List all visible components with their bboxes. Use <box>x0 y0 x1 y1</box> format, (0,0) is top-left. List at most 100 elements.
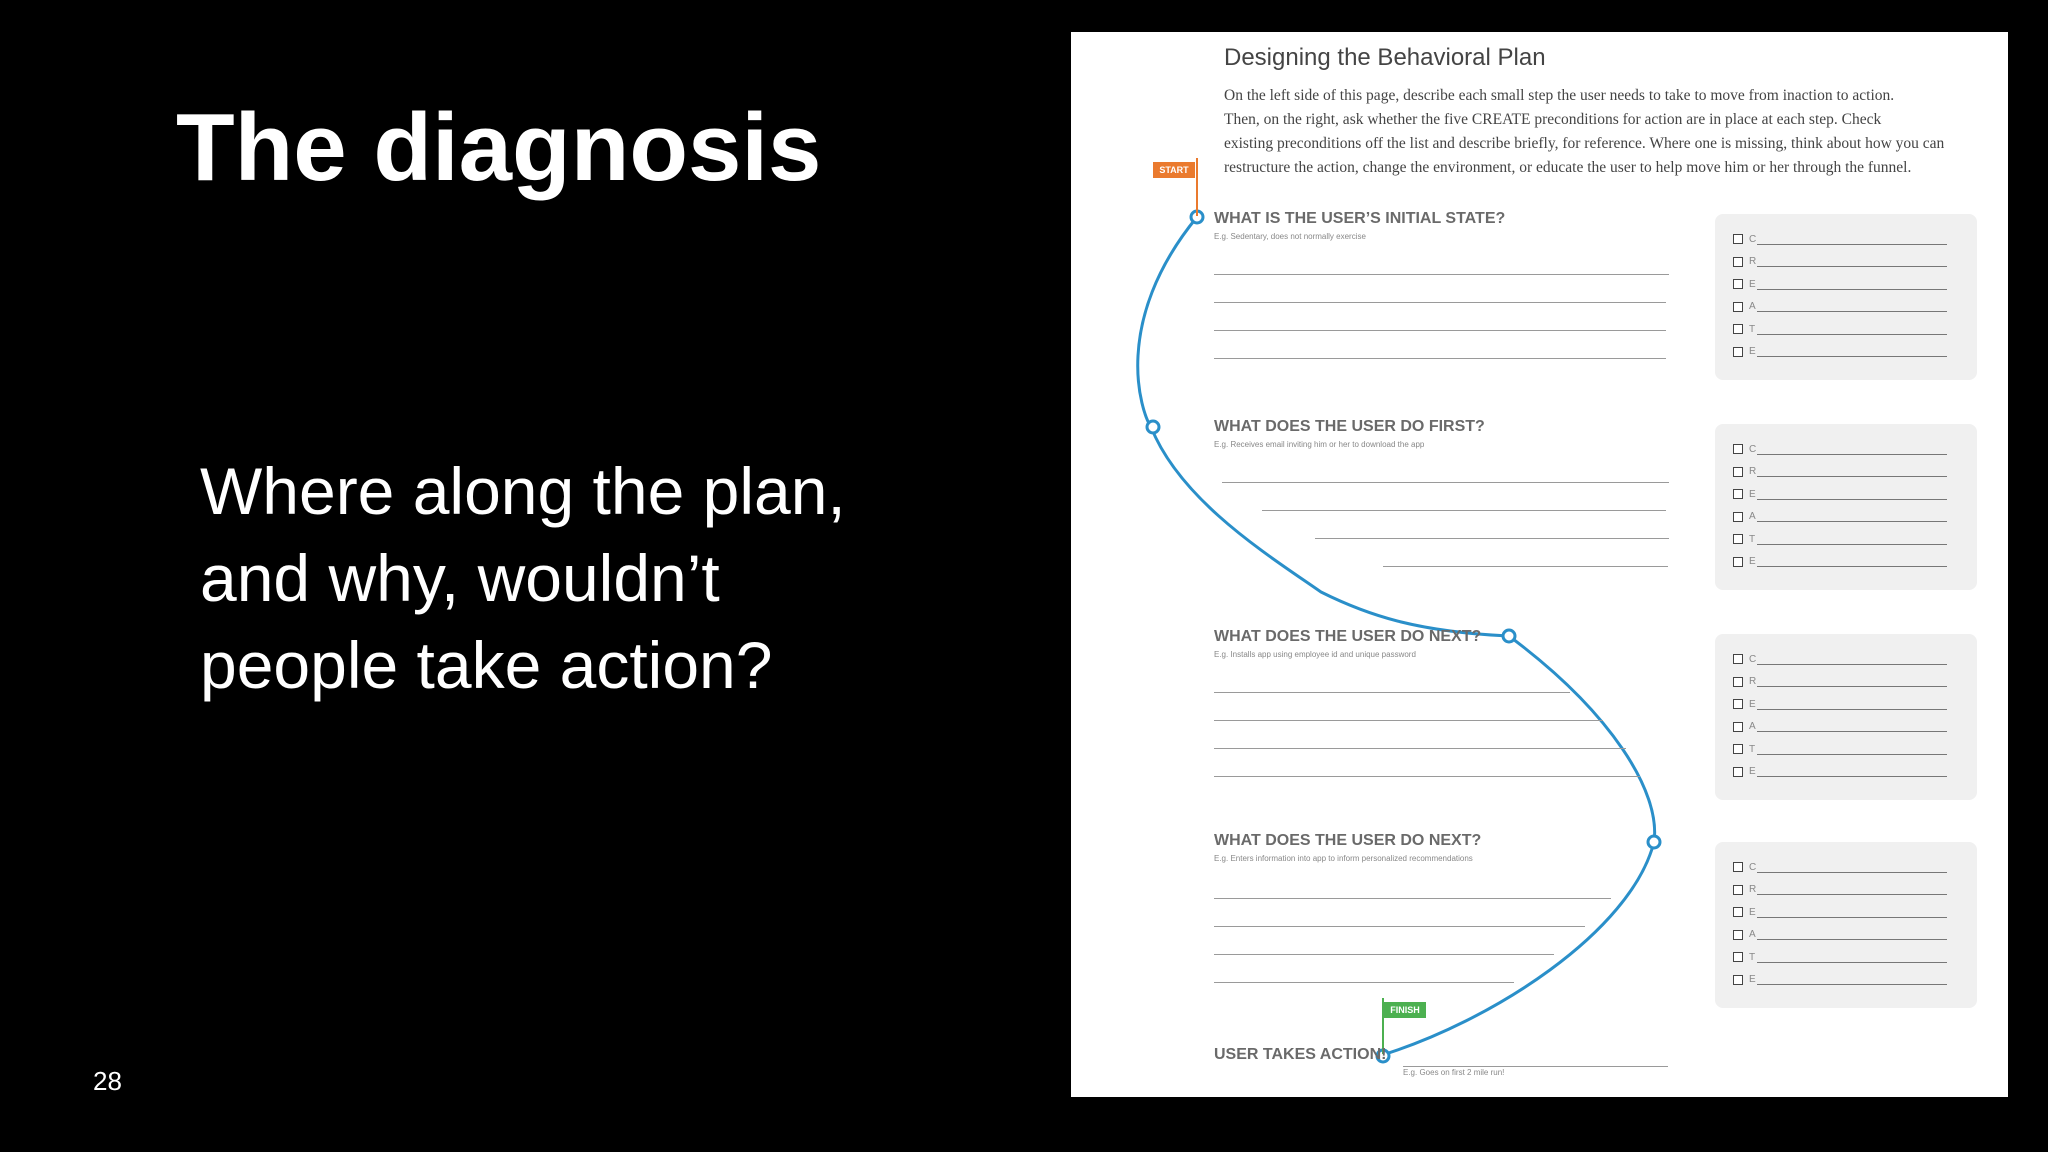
checkbox-icon <box>1733 884 1743 895</box>
checkbox-icon <box>1733 699 1743 709</box>
step-question: WHAT DOES THE USER DO NEXT? <box>1214 832 1482 849</box>
checklist-answer-line <box>1757 708 1947 710</box>
start-flag: START <box>1153 162 1195 178</box>
intro-line: existing preconditions off the list and … <box>1224 135 1945 152</box>
checkbox-icon <box>1733 444 1743 454</box>
checklist-answer-line <box>1757 498 1947 500</box>
create-letter: E <box>1749 766 1756 777</box>
step-question: WHAT DOES THE USER DO NEXT? <box>1214 628 1482 645</box>
checkbox-icon <box>1733 234 1743 244</box>
checklist-answer-line <box>1757 916 1947 918</box>
answer-line <box>1214 954 1554 955</box>
intro-line: On the left side of this page, describe … <box>1224 87 1895 104</box>
checklist-answer-line <box>1757 894 1947 895</box>
checklist-answer-line <box>1757 266 1947 267</box>
checkbox-icon <box>1733 952 1743 962</box>
worksheet-image: Designing the Behavioral Plan On the lef… <box>1071 32 2008 1097</box>
intro-line: restructure the action, change the envir… <box>1224 159 1912 176</box>
step-next-action: WHAT DOES THE USER DO NEXT? E.g. Install… <box>1214 628 1481 659</box>
create-letter: T <box>1749 951 1756 963</box>
checklist-answer-line <box>1757 243 1947 245</box>
create-letter: T <box>1749 743 1756 755</box>
checklist-answer-line <box>1757 984 1947 985</box>
answer-line <box>1214 776 1640 777</box>
step-initial-state: WHAT IS THE USER’S INITIAL STATE? E.g. S… <box>1214 210 1505 241</box>
create-letter: E <box>1749 698 1756 710</box>
worksheet-intro: On the left side of this page, describe … <box>1224 84 1984 180</box>
checkbox-icon <box>1733 511 1743 522</box>
create-checklist-item: A <box>1733 928 1947 942</box>
worksheet-title: Designing the Behavioral Plan <box>1224 44 1546 71</box>
step-question: WHAT DOES THE USER DO FIRST? <box>1214 418 1485 435</box>
slide-body: Where along the plan, and why, wouldn’t … <box>200 448 900 709</box>
route-node-marker <box>1145 419 1161 435</box>
checkbox-icon <box>1733 929 1743 940</box>
create-checklist-item: A <box>1733 510 1947 524</box>
checkbox-icon <box>1733 301 1743 312</box>
create-letter: R <box>1749 884 1757 895</box>
create-letter: C <box>1749 861 1757 873</box>
checklist-answer-line <box>1757 476 1947 477</box>
answer-line <box>1214 926 1585 927</box>
checklist-answer-line <box>1757 333 1947 335</box>
create-letter: A <box>1749 511 1756 522</box>
checkbox-icon <box>1733 676 1743 687</box>
checklist-answer-line <box>1757 288 1947 290</box>
create-letter: C <box>1749 233 1757 245</box>
slide-body-line: and why, wouldn’t <box>200 541 720 615</box>
checkbox-icon <box>1733 907 1743 917</box>
answer-line <box>1222 482 1669 483</box>
checklist-answer-line <box>1757 961 1947 963</box>
answer-line <box>1214 692 1570 693</box>
create-letter: A <box>1749 721 1756 732</box>
create-checklist-item: A <box>1733 720 1947 734</box>
answer-line <box>1214 358 1666 359</box>
create-checklist-item: E <box>1733 555 1947 569</box>
checklist-answer-line <box>1757 753 1947 755</box>
create-letter: A <box>1749 301 1756 312</box>
answer-line <box>1262 510 1666 511</box>
checklist-answer-line <box>1757 543 1947 545</box>
answer-line <box>1214 898 1611 899</box>
create-letter: A <box>1749 929 1756 940</box>
checklist-answer-line <box>1757 776 1947 777</box>
slide-title: The diagnosis <box>176 94 822 201</box>
checkbox-icon <box>1733 534 1743 544</box>
checklist-answer-line <box>1757 566 1947 567</box>
answer-line <box>1403 1066 1668 1067</box>
checklist-answer-line <box>1757 871 1947 873</box>
slide-body-line: people take action? <box>200 628 773 702</box>
checklist-answer-line <box>1757 663 1947 665</box>
checkbox-icon <box>1733 654 1743 664</box>
create-checklist-item: R <box>1733 883 1947 897</box>
final-step-label: USER TAKES ACTION! <box>1214 1046 1387 1063</box>
checkbox-icon <box>1733 556 1743 567</box>
final-step-example: E.g. Goes on first 2 mile run! <box>1403 1068 1505 1077</box>
create-letter: E <box>1749 488 1756 500</box>
checkbox-icon <box>1733 279 1743 289</box>
create-checklist-item: E <box>1733 905 1947 919</box>
create-letter: R <box>1749 256 1757 267</box>
step-next-action: WHAT DOES THE USER DO NEXT? E.g. Enters … <box>1214 832 1481 863</box>
create-checklist-item: E <box>1733 697 1947 711</box>
create-checklist-item: A <box>1733 300 1947 314</box>
route-path-graphic <box>1136 209 1662 1064</box>
answer-line <box>1214 982 1514 983</box>
step-example: E.g. Sedentary, does not normally exerci… <box>1214 232 1366 241</box>
checkbox-icon <box>1733 256 1743 267</box>
checkbox-icon <box>1733 744 1743 754</box>
step-example: E.g. Receives email inviting him or her … <box>1214 440 1425 449</box>
create-checklist-item: T <box>1733 322 1947 336</box>
intro-line: Then, on the right, ask whether the five… <box>1224 111 1882 128</box>
checkbox-icon <box>1733 721 1743 732</box>
checklist-answer-line <box>1757 453 1947 455</box>
start-flag-pole <box>1196 158 1198 216</box>
create-checklist-item: T <box>1733 950 1947 964</box>
step-example: E.g. Installs app using employee id and … <box>1214 650 1416 659</box>
checklist-answer-line <box>1757 311 1947 312</box>
create-letter: E <box>1749 346 1756 357</box>
